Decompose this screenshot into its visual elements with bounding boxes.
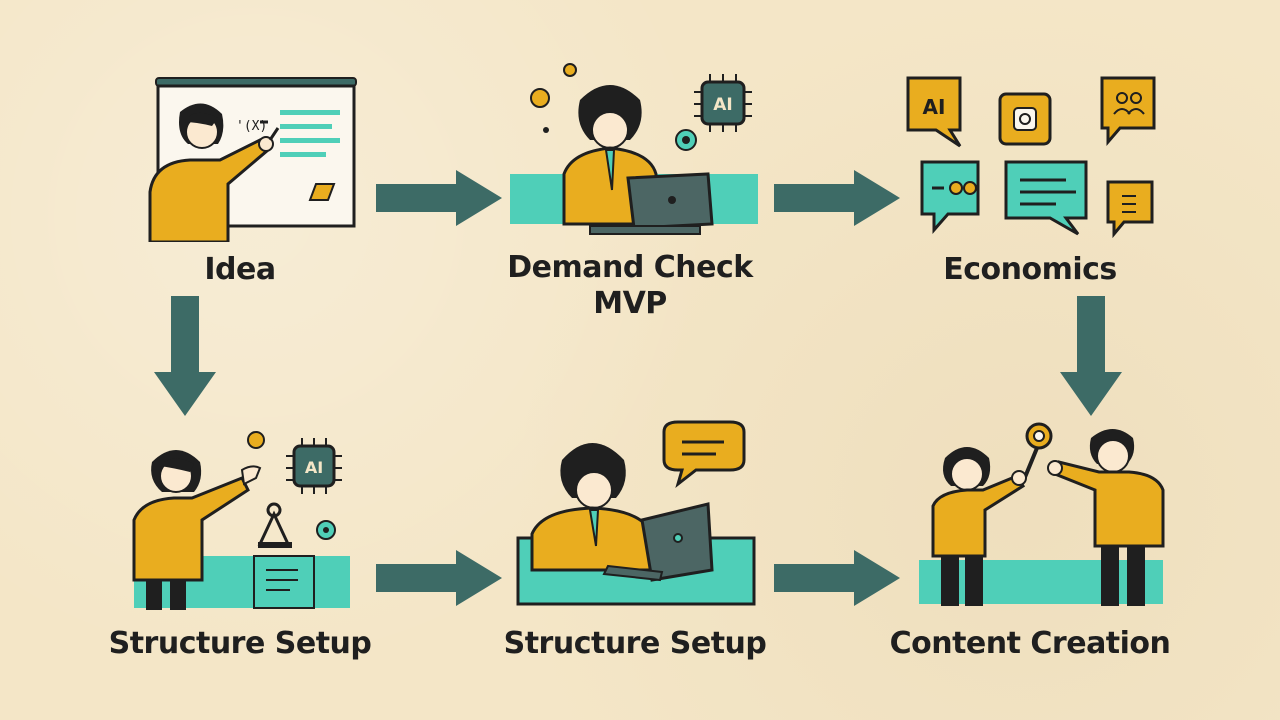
- note-bubble-icon: [1106, 180, 1154, 239]
- svg-text:'(X): '(X): [236, 119, 267, 134]
- arrow-economics-to-content: [1060, 296, 1122, 416]
- arrow-demand-to-economics: [774, 170, 900, 226]
- stage-structure-setup-1: AI: [130, 430, 360, 610]
- stage-structure-setup-2: [512, 420, 762, 610]
- svg-text:AI: AI: [923, 95, 946, 119]
- arrow-structure-to-content: [774, 550, 900, 606]
- svg-text:AI: AI: [713, 95, 732, 115]
- ai-chip-icon: AI: [286, 438, 342, 494]
- ai-chip-icon: AI: [694, 74, 752, 132]
- stage-label-demand-check: Demand Check MVP: [507, 250, 753, 321]
- speech-bubble-icon: [662, 420, 746, 489]
- stage-label-structure-setup-1: Structure Setup: [108, 626, 372, 661]
- people-chat-icon: [1100, 76, 1156, 147]
- arrow-structure-to-structure: [376, 550, 502, 606]
- text-bubble-icon: [1004, 160, 1088, 236]
- person-at-laptop-illustration: [516, 420, 756, 606]
- stage-idea: '(X): [130, 72, 370, 242]
- stage-economics: AI: [900, 70, 1170, 250]
- message-bubble-icon: [920, 160, 980, 234]
- stage-label-idea: Idea: [204, 252, 276, 287]
- stage-label-economics: Economics: [943, 252, 1117, 287]
- person-with-ai-chip-illustration: AI: [132, 431, 350, 610]
- svg-text:AI: AI: [305, 458, 323, 477]
- stage-demand-check: AI: [510, 60, 770, 240]
- magnifier-icon: [1021, 422, 1053, 483]
- chat-bubbles-illustration: AI: [906, 76, 1156, 239]
- person-at-laptop-illustration: AI: [510, 63, 758, 235]
- stage-label-structure-setup-2: Structure Setup: [503, 626, 767, 661]
- ai-chat-bubble-icon: AI: [906, 76, 962, 148]
- chip-icon: [998, 92, 1052, 146]
- stage-label-content-creation: Content Creation: [889, 626, 1171, 661]
- arrow-idea-to-demand: [376, 170, 502, 226]
- two-people-with-magnifier-illustration: [919, 422, 1165, 606]
- stage-content-creation: [915, 420, 1170, 610]
- arrow-idea-to-structure: [154, 296, 216, 416]
- presenter-at-whiteboard-illustration: '(X): [148, 77, 357, 242]
